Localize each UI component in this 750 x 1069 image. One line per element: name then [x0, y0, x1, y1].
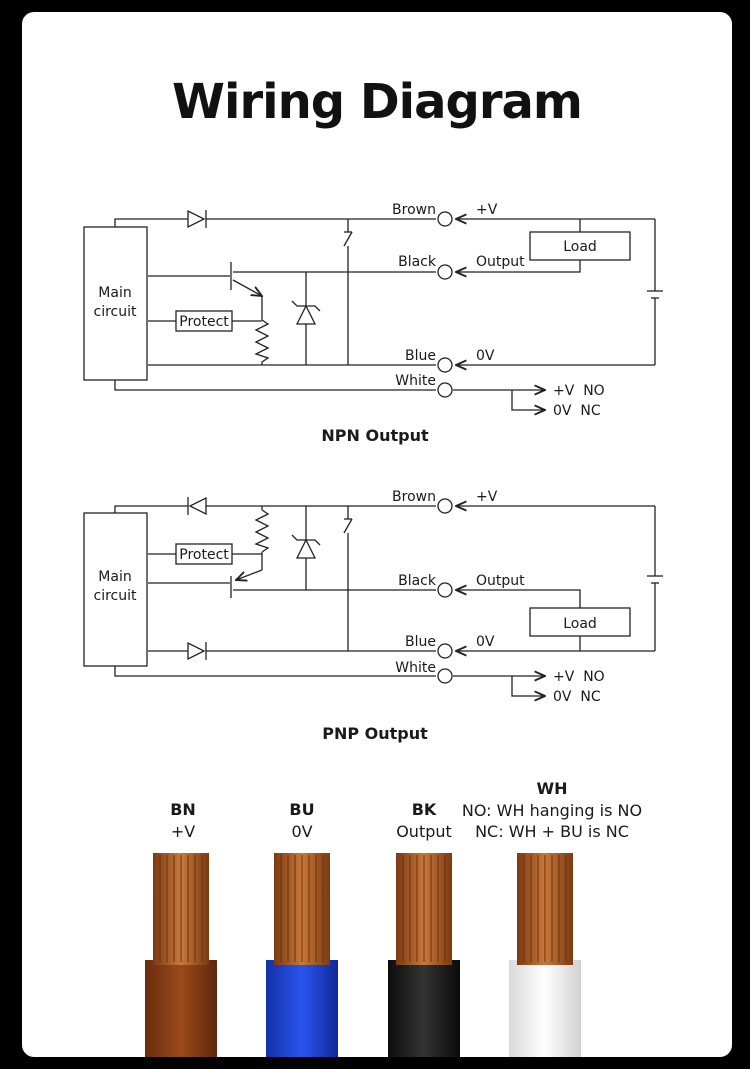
pnp-brown-label: Brown — [392, 489, 436, 505]
wire-bn-code: BN — [170, 800, 196, 819]
wire-labels: BN +V BU 0V BK Output WH NO: WH hanging … — [170, 779, 642, 841]
npn-nc-label: 0V NC — [553, 403, 601, 419]
npn-output-label: Output — [476, 254, 525, 270]
pnp-main-label-2: circuit — [94, 588, 137, 604]
pnp-main-label-1: Main — [98, 569, 131, 585]
pnp-zener-icon — [295, 538, 317, 559]
pnp-output-label: Output — [476, 573, 525, 589]
pnp-labels: Main circuit Protect Brown +V Black Outp… — [94, 489, 605, 743]
npn-brown-label: Brown — [392, 202, 436, 218]
pnp-0v-label: 0V — [476, 634, 495, 650]
pnp-nc-label: 0V NC — [553, 689, 601, 705]
wire-bu — [266, 853, 338, 1057]
pnp-plusv-label: +V — [476, 489, 498, 505]
npn-diode-icon — [187, 209, 206, 229]
npn-0v-label: 0V — [476, 348, 495, 364]
wire-wh-desc2: NC: WH + BU is NC — [475, 822, 629, 841]
npn-caption: NPN Output — [321, 426, 429, 445]
pnp-diode-icon — [188, 496, 207, 516]
pnp-blue-label: Blue — [405, 634, 436, 650]
npn-no-label: +V NO — [553, 383, 605, 399]
npn-diagram — [83, 209, 663, 410]
pnp-load-box — [529, 607, 631, 637]
wire-bn-desc: +V — [171, 822, 195, 841]
npn-black-label: Black — [398, 254, 437, 270]
pnp-no-label: +V NO — [553, 669, 605, 685]
pnp-protect-label: Protect — [179, 547, 229, 563]
pnp-blue-diode-icon — [187, 641, 206, 661]
wire-bk — [388, 853, 460, 1057]
npn-blue-label: Blue — [405, 348, 436, 364]
wiring-card: Wiring Diagram — [22, 12, 732, 1057]
pnp-load-label: Load — [563, 616, 597, 632]
wire-wh-code: WH — [536, 779, 567, 798]
wire-wh-desc: NO: WH hanging is NO — [462, 801, 642, 820]
npn-plusv-label: +V — [476, 202, 498, 218]
page-title: Wiring Diagram — [172, 74, 583, 130]
npn-load-box — [529, 231, 631, 261]
wire-bk-desc: Output — [396, 822, 452, 841]
pnp-black-label: Black — [398, 573, 437, 589]
npn-zener-icon — [295, 304, 317, 325]
npn-load-label: Load — [563, 239, 597, 255]
npn-main-label-1: Main — [98, 285, 131, 301]
npn-protect-label: Protect — [179, 314, 229, 330]
pnp-diagram — [83, 496, 663, 696]
wire-bn — [145, 853, 217, 1057]
wire-bk-code: BK — [412, 800, 437, 819]
pnp-white-label: White — [395, 660, 436, 676]
npn-white-label: White — [395, 373, 436, 389]
pnp-caption: PNP Output — [322, 724, 428, 743]
wire-bu-code: BU — [289, 800, 314, 819]
npn-main-label-2: circuit — [94, 304, 137, 320]
wire-wh — [509, 853, 581, 1057]
wire-bu-desc: 0V — [291, 822, 312, 841]
npn-labels: Main circuit Protect Brown +V Black Outp… — [94, 202, 605, 445]
